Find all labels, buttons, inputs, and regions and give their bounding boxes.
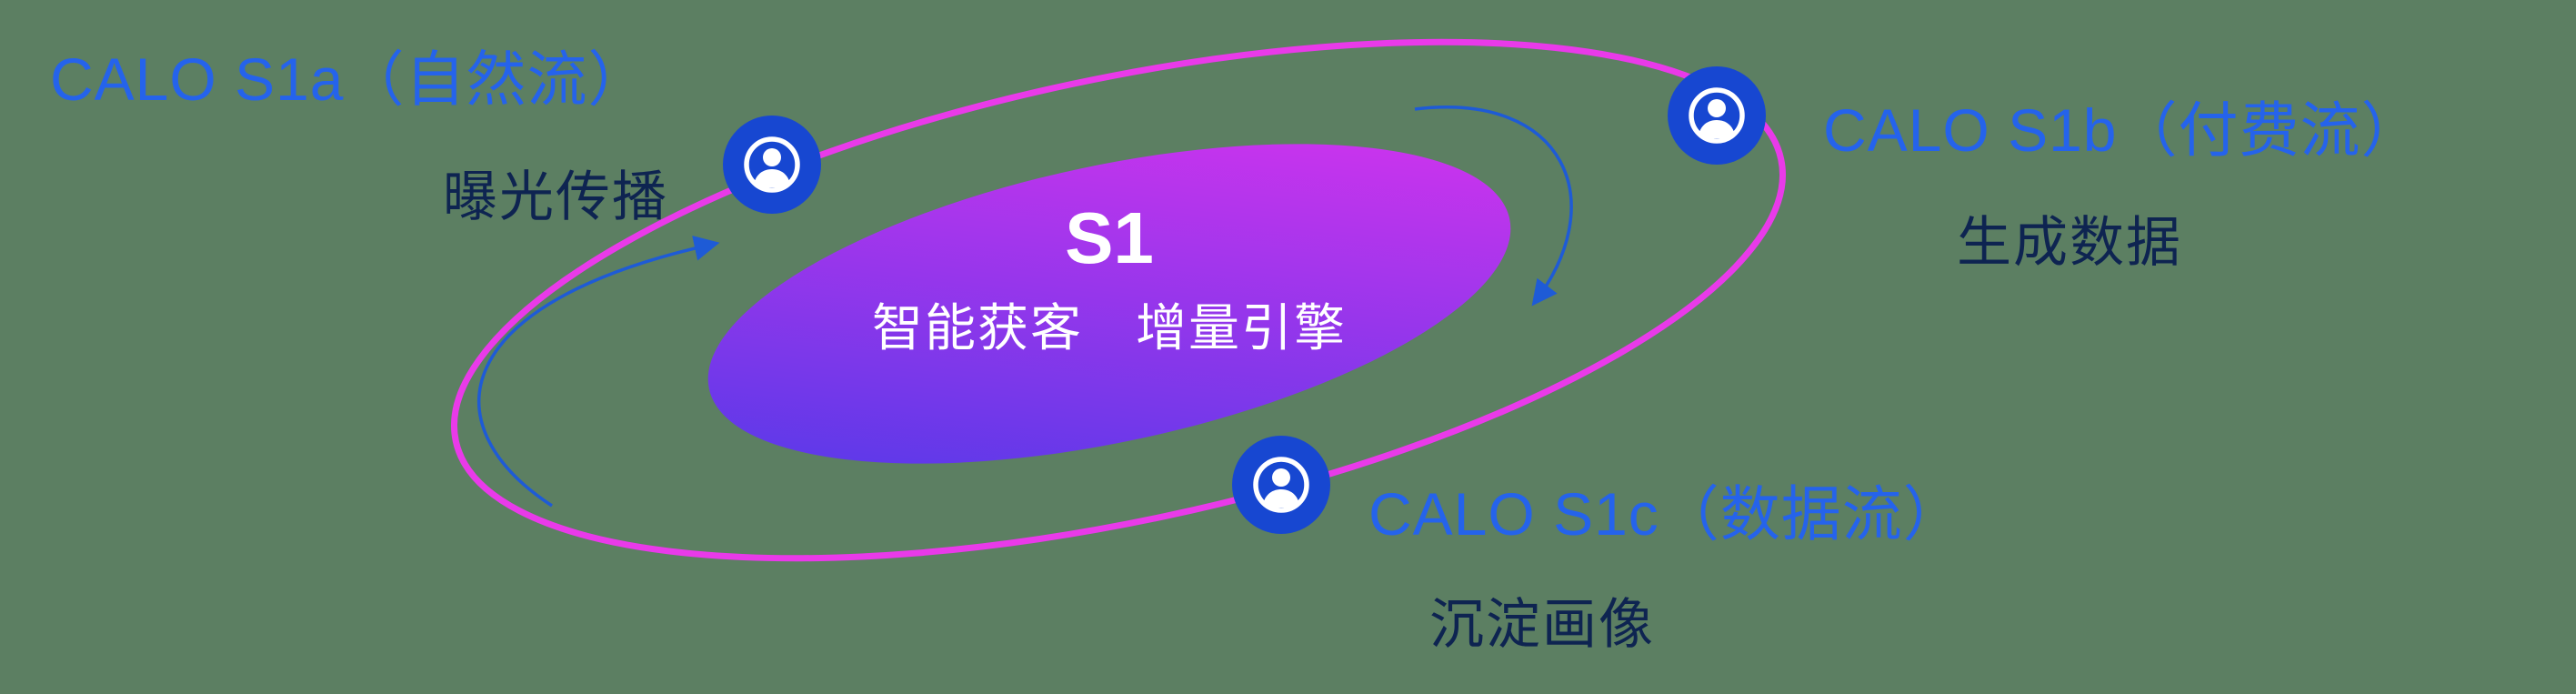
user-circle-icon-s1a (722, 115, 822, 215)
user-circle-icon-s1c (1231, 435, 1331, 535)
node-s1b-title: CALO S1b（付费流） (1823, 96, 2422, 164)
node-s1c-subtitle: 沉淀画像 (1429, 594, 1655, 655)
core-title: S1 (1065, 197, 1154, 278)
flow-arrow-right (1414, 106, 1573, 307)
node-s1c-title: CALO S1c（数据流） (1368, 480, 1964, 548)
core-gradient-ellipse (707, 144, 1511, 464)
node-s1a-subtitle: 曝光传播 (443, 166, 668, 227)
core-subtitle: 智能获客 增量引擎 (872, 299, 1347, 357)
flow-arrow-left (477, 236, 720, 508)
orbit-ring (451, 38, 1786, 562)
node-s1a-title: CALO S1a（自然流） (50, 45, 649, 113)
node-s1b-subtitle: 生成数据 (1957, 212, 2182, 273)
user-circle-icon-s1b (1667, 65, 1767, 166)
core-label-group: S1 智能获客 增量引擎 (791, 202, 1428, 361)
